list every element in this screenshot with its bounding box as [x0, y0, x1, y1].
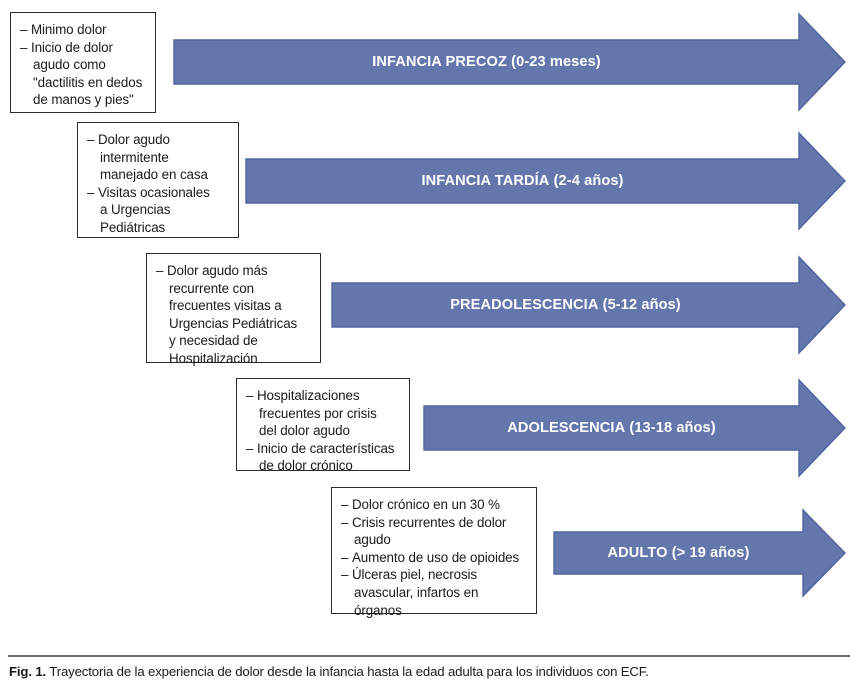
- stage-description-box-infancia-tardia: Dolor agudo intermitente manejado en cas…: [77, 122, 239, 238]
- list-item: Dolor agudo intermitente manejado en cas…: [87, 131, 230, 184]
- list-item: Úlceras piel, necrosis avascular, infart…: [341, 566, 528, 619]
- description-list: Dolor agudo intermitente manejado en cas…: [87, 131, 230, 237]
- list-item: Visitas ocasionales a Urgencias Pediátri…: [87, 184, 230, 237]
- stage-arrow-infancia-precoz: INFANCIA PRECOZ (0-23 meses): [173, 12, 846, 112]
- figure-caption-text: Trayectoria de la experiencia de dolor d…: [46, 664, 649, 679]
- stage-description-box-adulto: Dolor crónico en un 30 % Crisis recurren…: [331, 487, 537, 618]
- figure-diagram: INFANCIA PRECOZ (0-23 meses) Minimo dolo…: [0, 0, 858, 635]
- stage-arrow-adulto: ADULTO (> 19 años): [553, 508, 846, 598]
- list-item: Inicio de dolor agudo como "dactilitis e…: [20, 39, 147, 109]
- stage-description-box-adolescencia: Hospitalizaciones frecuentes por crisis …: [236, 378, 410, 473]
- list-item: Aumento de uso de opioides: [341, 549, 528, 567]
- figure-caption-label: Fig. 1.: [9, 664, 47, 679]
- list-item: Dolor crónico en un 30 %: [341, 496, 528, 514]
- stage-arrow-adolescencia: ADOLESCENCIA (13-18 años): [423, 378, 846, 478]
- description-list: Hospitalizaciones frecuentes por crisis …: [246, 387, 401, 475]
- list-item: Hospitalizaciones frecuentes por crisis …: [246, 387, 401, 440]
- stage-description-box-infancia-precoz: Minimo dolor Inicio de dolor agudo como …: [10, 12, 156, 113]
- description-list: Dolor crónico en un 30 % Crisis recurren…: [341, 496, 528, 619]
- figure-caption: Fig. 1. Trayectoria de la experiencia de…: [9, 663, 854, 680]
- description-list: Dolor agudo más recurrente con frecuente…: [156, 262, 312, 368]
- list-item: Crisis recurrentes de dolor agudo: [341, 514, 528, 549]
- description-list: Minimo dolor Inicio de dolor agudo como …: [20, 21, 147, 109]
- stage-arrow-infancia-tardia: INFANCIA TARDÍA (2-4 años): [245, 131, 846, 231]
- caption-divider: [8, 655, 850, 657]
- stage-description-box-preadolescencia: Dolor agudo más recurrente con frecuente…: [146, 253, 321, 366]
- list-item: Minimo dolor: [20, 21, 147, 39]
- list-item: Inicio de características de dolor cróni…: [246, 440, 401, 475]
- list-item: Dolor agudo más recurrente con frecuente…: [156, 262, 312, 368]
- stage-arrow-preadolescencia: PREADOLESCENCIA (5-12 años): [331, 255, 846, 355]
